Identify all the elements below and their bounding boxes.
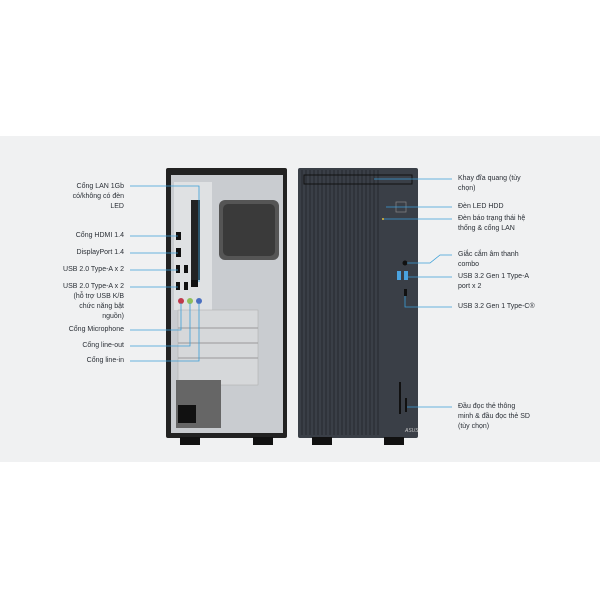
pc-back-view	[166, 168, 287, 445]
leader-lines	[130, 178, 452, 408]
label-usb32-type-c: USB 3.2 Gen 1 Type-C®	[458, 303, 535, 310]
label-usb2-bottom: USB 2.0 Type-A x 2 (hỗ trợ USB K/B chức …	[63, 283, 124, 320]
label-displayport: DisplayPort 1.4	[76, 249, 124, 256]
label-line-in: Cổng line-in	[86, 357, 124, 364]
label-line-out: Cổng line-out	[82, 342, 124, 349]
label-status-led: Đèn báo trạng thái hệ thống & cổng LAN	[458, 215, 526, 232]
label-lan-port: Cổng LAN 1Gb có/không có đèn LED	[72, 183, 124, 210]
pc-front-view: ASUS	[298, 168, 419, 445]
label-optical-drive: Khay đĩa quang (tùy chọn)	[458, 175, 521, 192]
label-audio-jack: Giắc cắm âm thanh combo	[458, 251, 519, 268]
label-hdmi: Cổng HDMI 1.4	[75, 232, 124, 239]
label-usb32-type-a: USB 3.2 Gen 1 Type-A port x 2	[458, 273, 530, 290]
label-card-reader: Đầu đọc thẻ thông minh & đầu đọc thẻ SD …	[458, 403, 530, 430]
label-usb2-top: USB 2.0 Type-A x 2	[63, 266, 124, 273]
label-microphone: Cổng Microphone	[68, 326, 124, 333]
label-hdd-led: Đèn LED HDD	[458, 203, 504, 210]
asus-logo: ASUS	[404, 428, 419, 434]
